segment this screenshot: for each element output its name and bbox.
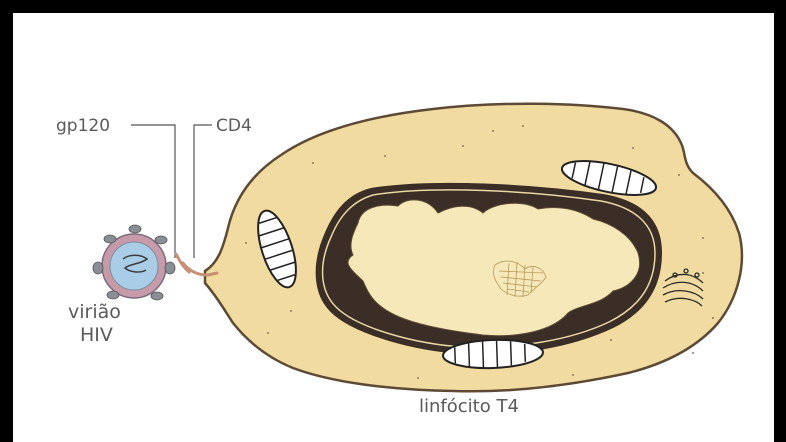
hiv-t4-diagram xyxy=(13,13,774,442)
lymphocyte-label: linfócito T4 xyxy=(419,398,519,416)
hiv-virion xyxy=(93,225,175,300)
virion-label-line1: virião xyxy=(68,303,121,322)
gp120-label: gp120 xyxy=(56,118,110,135)
diagram-frame: gp120 CD4 virião HIV linfócito T4 xyxy=(13,13,774,442)
cd4-label: CD4 xyxy=(216,118,252,135)
virion-label-line2: HIV xyxy=(80,326,113,345)
